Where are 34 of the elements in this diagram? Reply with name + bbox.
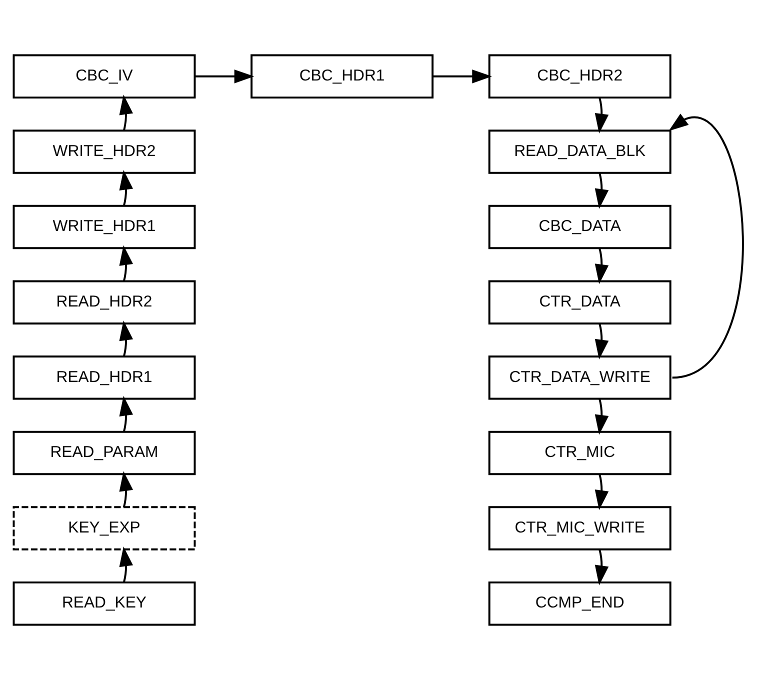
node-box: CCMP_END <box>488 580 672 626</box>
arrow <box>119 320 134 356</box>
arrow <box>119 244 134 281</box>
node-box: CTR_MIC <box>488 430 672 475</box>
node-box: WRITE_HDR1 <box>12 204 196 249</box>
arrow <box>119 94 134 130</box>
node-box: CBC_IV <box>12 54 196 98</box>
arrow <box>594 247 609 284</box>
node-box: WRITE_HDR2 <box>12 129 196 174</box>
node-box: CBC_HDR2 <box>488 54 672 98</box>
arrow <box>194 68 254 83</box>
node-box: CTR_MIC_WRITE <box>488 506 672 550</box>
arrow <box>432 68 492 83</box>
node-box: READ_DATA_BLK <box>488 129 672 174</box>
arrow <box>594 96 609 134</box>
node-box: READ_HDR2 <box>12 280 196 324</box>
arrow <box>119 470 134 507</box>
node-box: READ_KEY <box>12 580 196 626</box>
node-box: CBC_DATA <box>488 204 672 249</box>
arrow <box>119 169 134 206</box>
arrow <box>594 172 609 208</box>
arrow <box>594 473 609 510</box>
arrow <box>594 548 609 585</box>
arrow <box>119 395 134 432</box>
arrow <box>668 113 744 378</box>
arrow <box>594 398 609 434</box>
arrow <box>594 322 609 359</box>
node-box: CTR_DATA <box>488 280 672 324</box>
node-box: CTR_DATA_WRITE <box>488 355 672 400</box>
node-box: READ_HDR1 <box>12 355 196 400</box>
arrow <box>119 546 134 582</box>
node-box: KEY_EXP <box>12 506 196 550</box>
node-box: CBC_HDR1 <box>250 54 434 98</box>
node-box: READ_PARAM <box>12 430 196 475</box>
